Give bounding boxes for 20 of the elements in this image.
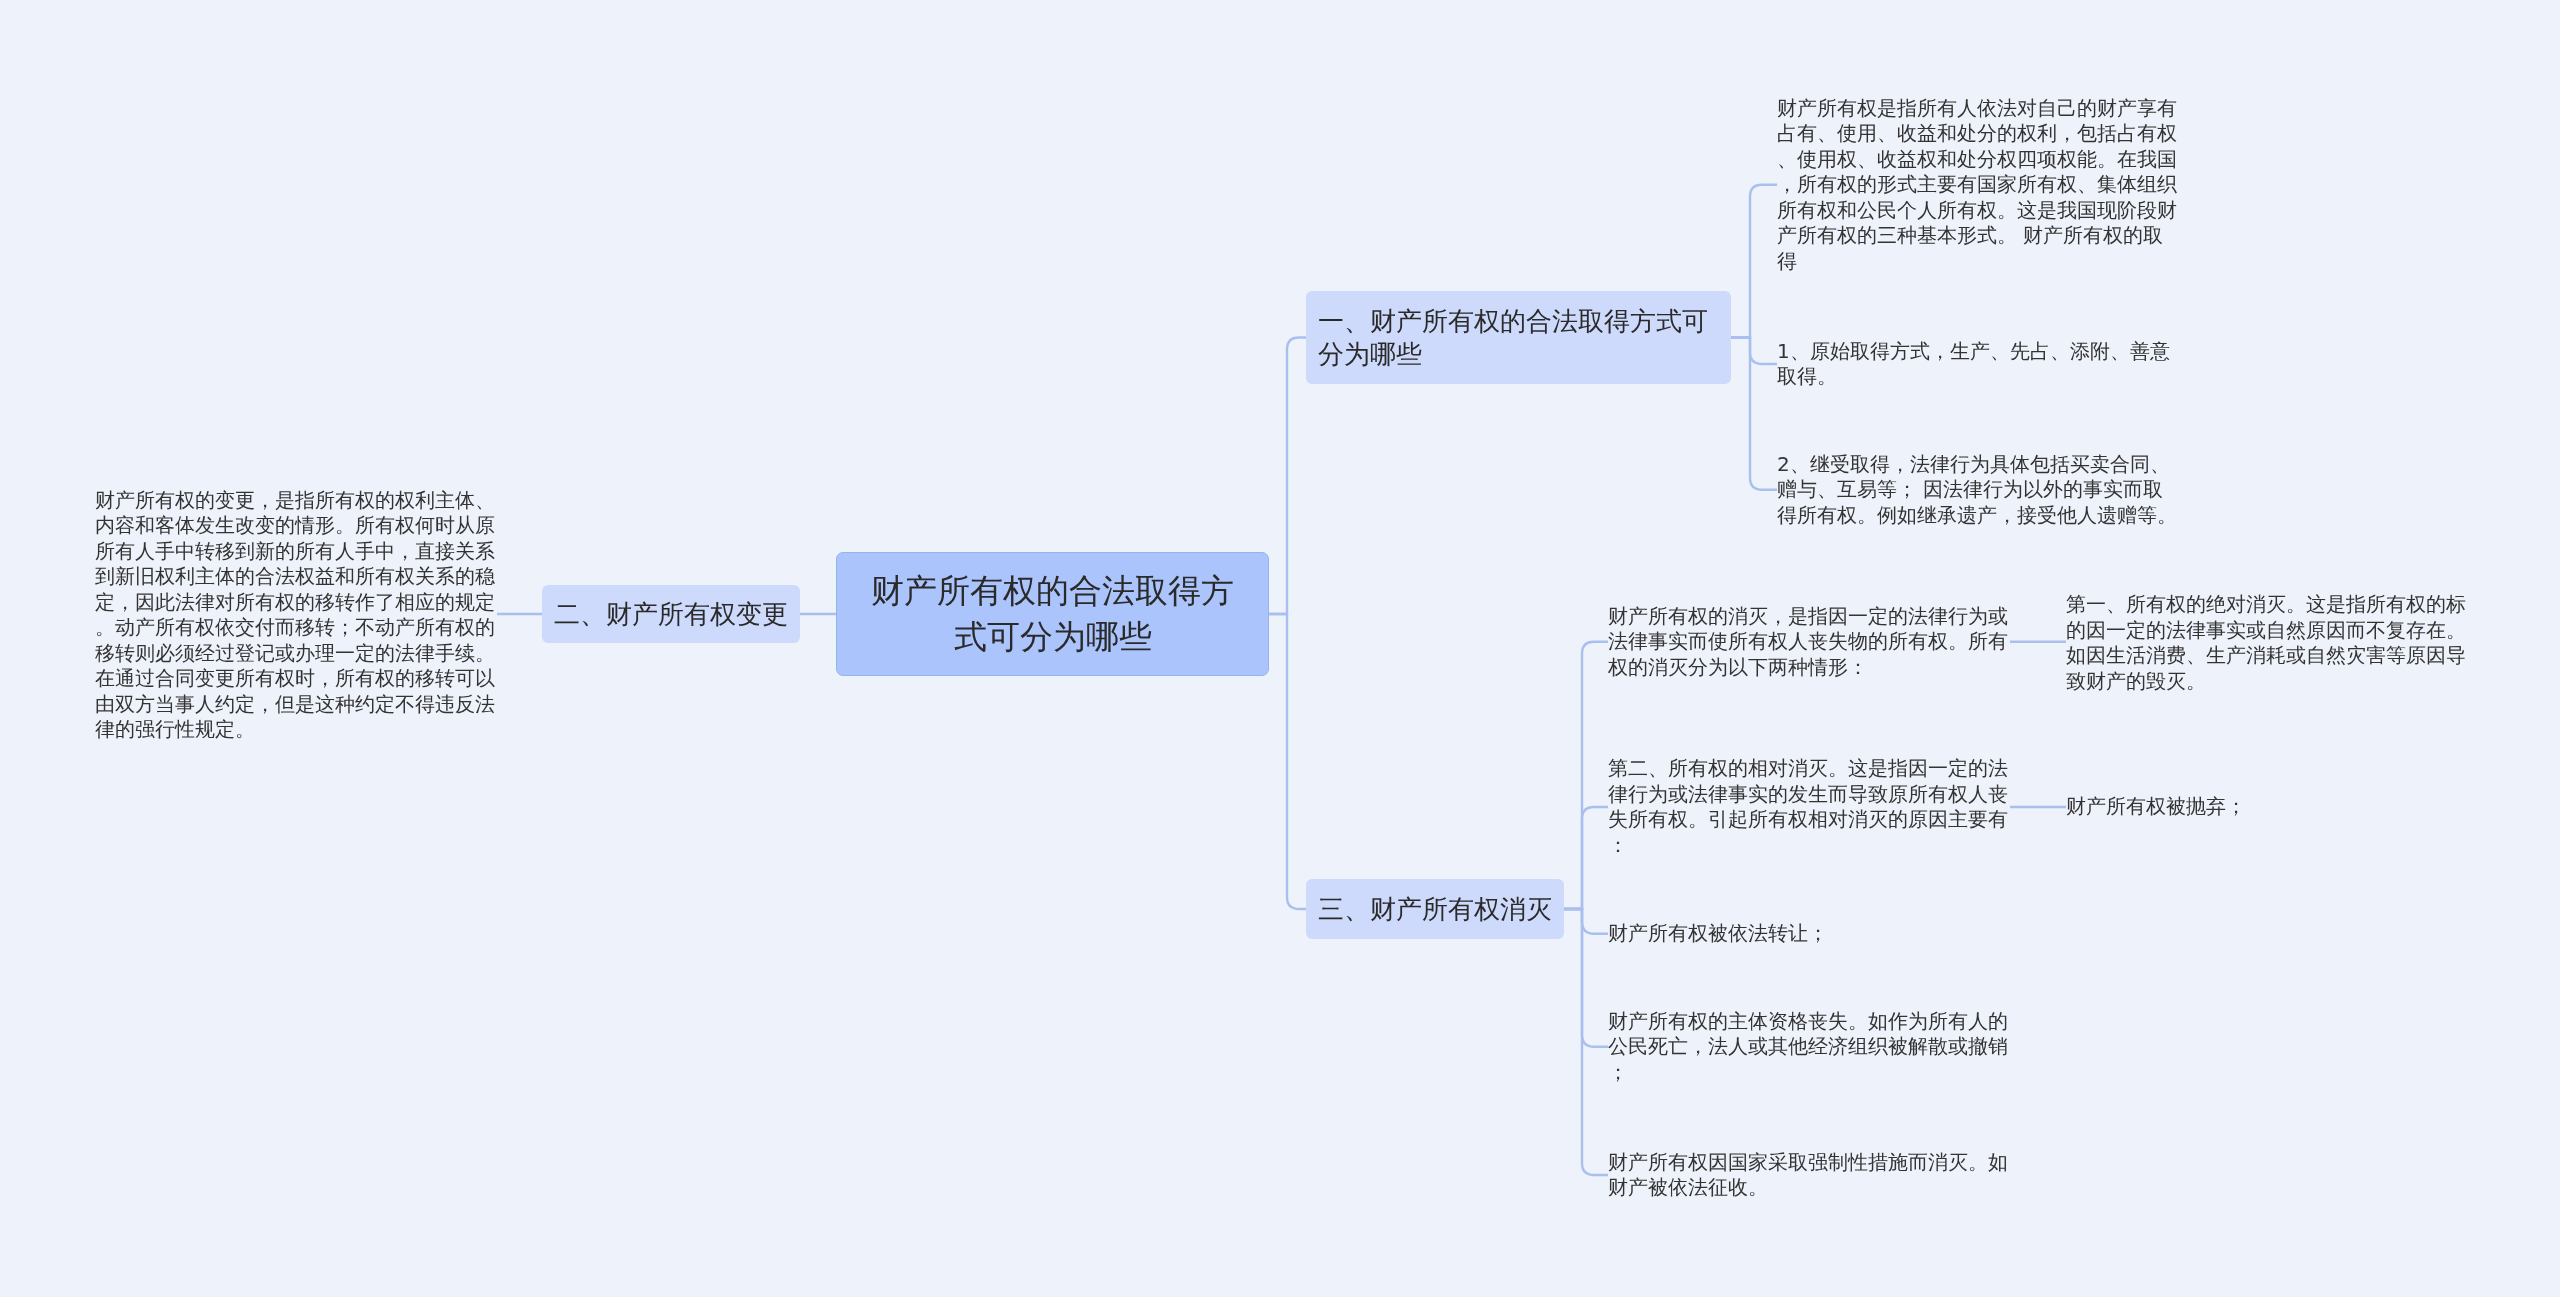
topic-box: 二、财产所有权变更 <box>542 585 800 643</box>
topic-text: 财产所有权被依法转让； <box>1608 921 2010 947</box>
topic-text: 财产所有权被抛弃； <box>2066 794 2468 820</box>
central-topic-box: 财产所有权的合法取得方式可分为哪些 <box>836 552 1269 676</box>
topic-text: 1、原始取得方式，生产、先占、添附、善意取得。 <box>1777 338 2179 390</box>
connector-line <box>2010 805 2066 809</box>
connector-line <box>1269 612 1306 911</box>
topic-box: 一、财产所有权的合法取得方式可分为哪些 <box>1306 291 1731 384</box>
topic-text: 财产所有权的变更，是指所有权的权利主体、内容和客体发生改变的情形。所有权何时从原所有人手中转移到新的所有人手中，直接关系到新旧权利主体的合法权益和所有权关系的稳定，因此法律对所有权的移转作了相应的规定。动产所有权依交付而移转；不动产所有权的移转则必须经过登记或办理一定的法律手续。在通过合同变更所有权时，所有权的移转可以由双方当事人约定，但是这种约定不得违反法律的强行性规定。 <box>95 487 497 743</box>
topic-text: 财产所有权的主体资格丧失。如作为所有人的公民死亡，法人或其他经济组织被解散或撤销； <box>1608 1008 2010 1085</box>
connector-line <box>2010 640 2066 643</box>
connector-line <box>497 612 542 616</box>
topic-text: 第一、所有权的绝对消灭。这是指所有权的标的因一定的法律事实或自然原因而不复存在。如因生活消费、生产消耗或自然灾害等原因导致财产的毁灭。 <box>2066 592 2468 694</box>
connector-line <box>800 612 836 616</box>
topic-box: 三、财产所有权消灭 <box>1306 879 1564 939</box>
topic-text: 财产所有权因国家采取强制性措施而消灭。如财产被依法征收。 <box>1608 1149 2010 1201</box>
topic-text: 财产所有权是指所有人依法对自己的财产享有占有、使用、收益和处分的权利，包括占有权、使用权、收益权和处分权四项权能。在我国，所有权的形式主要有国家所有权、集体组织所有权和公民个人所有权。这是我国现阶段财产所有权的三种基本形式。 财产所有权的取得 <box>1777 95 2179 274</box>
topic-text: 第二、所有权的相对消灭。这是指因一定的法律行为或法律事实的发生而导致原所有权人丧失所有权。引起所有权相对消灭的原因主要有： <box>1608 756 2010 858</box>
topic-text: 2、继受取得，法律行为具体包括买卖合同、赠与、互易等； 因法律行为以外的事实而取得所有权。例如继承遗产，接受他人遗赠等。 <box>1777 451 2179 528</box>
topic-text: 财产所有权的消灭，是指因一定的法律行为或法律事实而使所有权人丧失物的所有权。所有权的消灭分为以下两种情形： <box>1608 603 2010 680</box>
